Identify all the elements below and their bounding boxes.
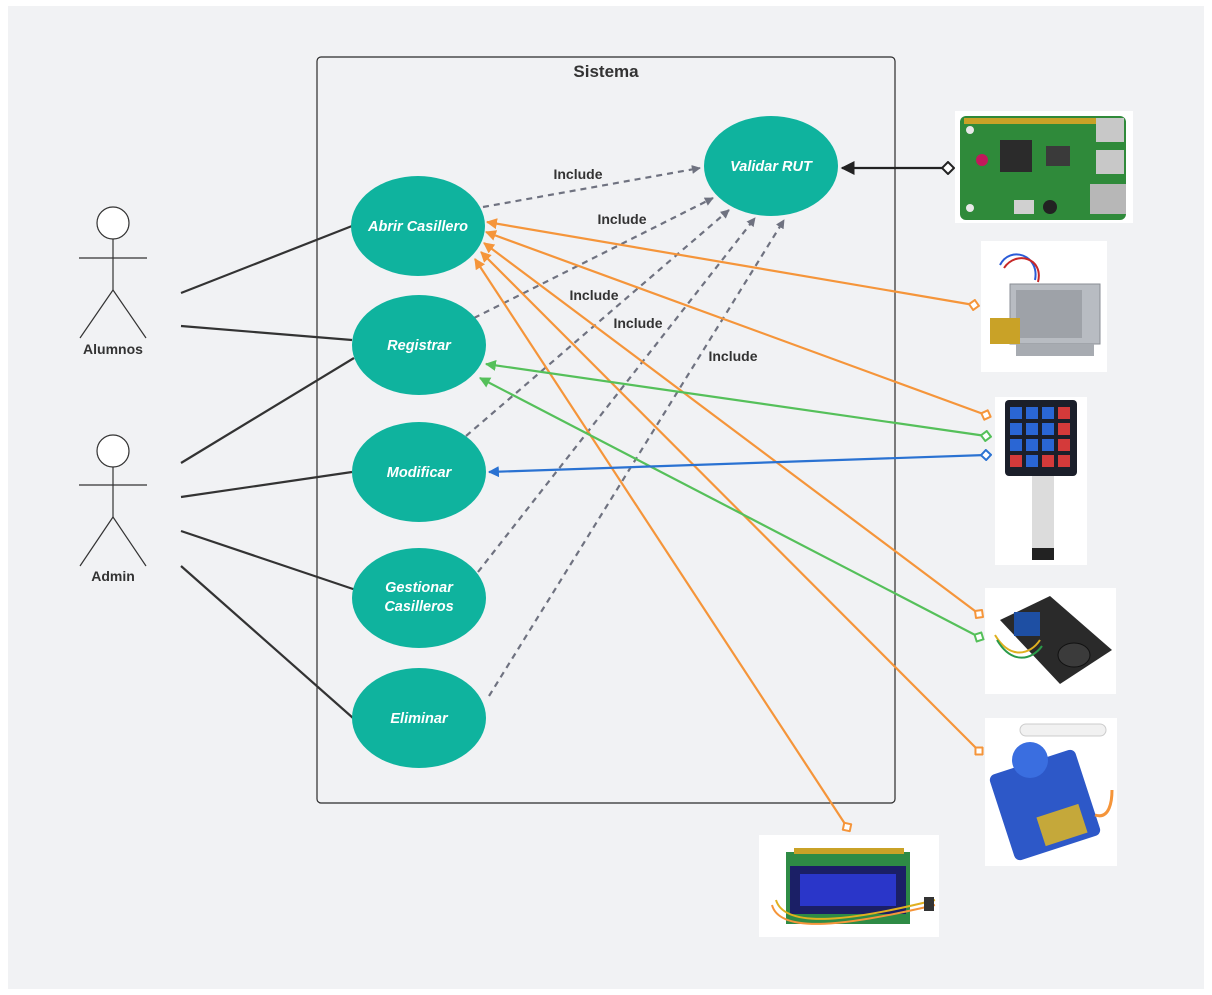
actor-alumnos-head	[96, 206, 130, 240]
actor-admin-leg-left	[79, 516, 114, 567]
usecase-modificar-shape	[352, 422, 486, 522]
include-label-2: Include	[597, 211, 646, 227]
usecase-registrar-label: Registrar	[387, 338, 452, 354]
usecase-eliminar-shape	[352, 668, 486, 768]
actor-alumnos-leg-left	[79, 289, 114, 339]
include-abrir-validar	[482, 165, 701, 209]
actor-admin[interactable]: Admin	[79, 434, 147, 584]
usecase-registrar[interactable]: Registrar	[352, 295, 486, 395]
include-label-4: Include	[613, 315, 662, 331]
assoc-admin-gestionar	[180, 529, 357, 592]
include-label-5: Include	[708, 348, 757, 364]
raspberry-pi-board-icon	[955, 111, 1133, 223]
usecase-abrir-casillero[interactable]: Abrir Casillero	[351, 176, 485, 276]
assoc-admin-eliminar	[180, 565, 354, 719]
usecase-modificar-label: Modificar	[387, 465, 453, 481]
actor-alumnos[interactable]: Alumnos	[79, 206, 147, 357]
assoc-alumnos-registrar	[180, 324, 353, 342]
usecase-abrir-shape	[351, 176, 485, 276]
usecase-validar-label: Validar RUT	[730, 159, 813, 175]
usecase-validar-shape	[704, 116, 838, 216]
actor-admin-label: Admin	[91, 568, 135, 584]
include-label-1: Include	[553, 166, 602, 182]
assoc-alumnos-abrir	[180, 224, 353, 295]
usecase-gestionar-label-1: Gestionar	[385, 580, 454, 596]
assoc-admin-registrar	[180, 357, 355, 464]
lcd-display-icon	[759, 835, 939, 937]
solenoid-lock-icon	[981, 241, 1107, 372]
assoc-admin-modificar	[180, 470, 353, 499]
usecase-gestionar-casilleros[interactable]: Gestionar Casilleros	[352, 548, 486, 648]
actor-alumnos-label: Alumnos	[83, 341, 143, 357]
conn-keypad-modificar	[489, 455, 986, 472]
keypad-icon	[995, 397, 1087, 565]
usecase-eliminar-label: Eliminar	[390, 711, 449, 727]
servo-motor-icon	[985, 718, 1117, 866]
usecase-gestionar-label-2: Casilleros	[384, 599, 453, 615]
system-title: Sistema	[573, 62, 639, 81]
actor-admin-leg-right	[112, 516, 147, 567]
usecase-abrir-label: Abrir Casillero	[367, 219, 468, 235]
actor-admin-head	[96, 434, 130, 468]
usecase-modificar[interactable]: Modificar	[352, 422, 486, 522]
usecase-registrar-shape	[352, 295, 486, 395]
usecase-validar-rut[interactable]: Validar RUT	[704, 116, 838, 216]
conn-fingerprint-registrar	[480, 377, 979, 637]
fingerprint-sensor-icon	[985, 588, 1116, 694]
usecase-eliminar[interactable]: Eliminar	[352, 668, 486, 768]
actor-alumnos-leg-right	[112, 289, 147, 339]
include-label-3: Include	[569, 287, 618, 303]
usecase-gestionar-shape	[352, 548, 486, 648]
